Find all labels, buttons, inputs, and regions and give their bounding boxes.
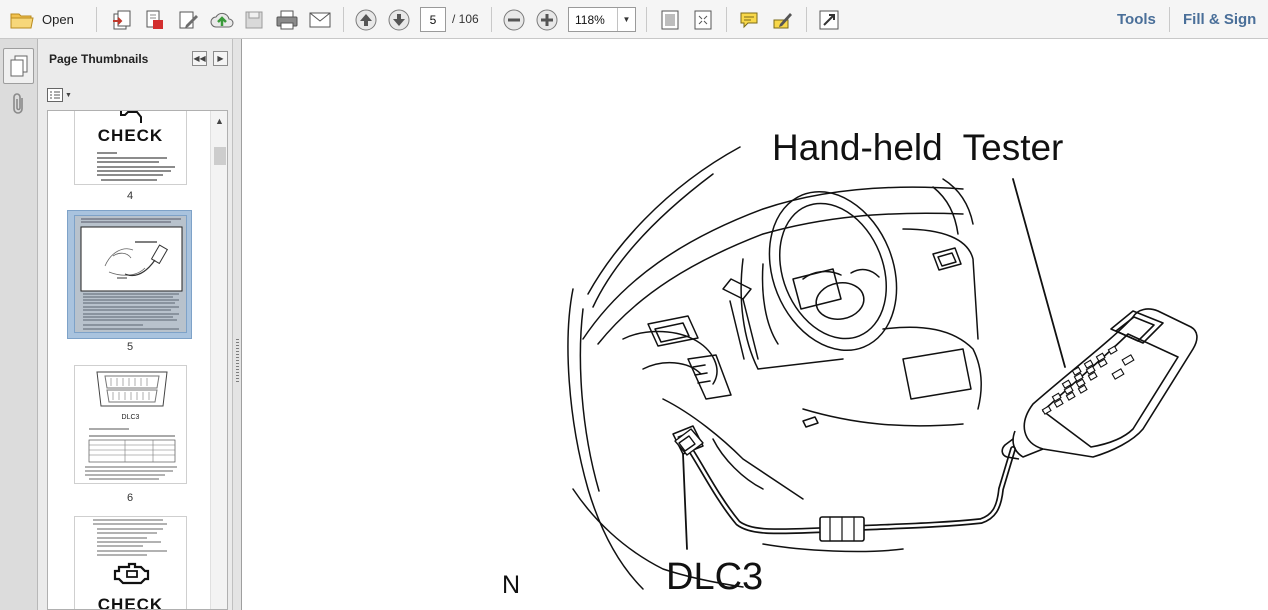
tester-label: Hand-held Tester (772, 127, 1064, 168)
check-engine-icon (113, 562, 150, 585)
upload-cloud-icon[interactable] (208, 7, 236, 33)
thumb-heading: DLC3 (121, 414, 140, 421)
options-menu-button[interactable]: ▼ (47, 86, 73, 104)
thumb-number: 6 (126, 492, 134, 504)
email-icon[interactable] (306, 7, 334, 33)
export-pdf-icon[interactable] (141, 7, 167, 33)
page-number-input[interactable] (420, 7, 446, 32)
thumb-text-lines (97, 152, 175, 181)
document-page: Hand-held Tester DLC3 N (243, 39, 1268, 610)
scroll-up-icon[interactable]: ▲ (215, 116, 224, 126)
toolbar-separator (726, 7, 727, 32)
folder-icon (10, 10, 34, 30)
dlc3-connector-icon (96, 371, 168, 407)
dlc3-tester-diagram (567, 146, 1198, 590)
open-label: Open (42, 12, 74, 27)
highlight-icon[interactable] (770, 7, 796, 33)
check-engine-icon (120, 111, 142, 123)
thumb-table (85, 428, 177, 480)
note-label: N (502, 571, 521, 599)
panel-next-icon[interactable]: ▶ (213, 51, 228, 66)
thumbnail-panel: Page Thumbnails ◀◀ ▶ ▼ CHECK 4 (38, 39, 232, 610)
print-icon[interactable] (273, 7, 301, 33)
collapse-panel-icon[interactable]: ◀◀ (192, 51, 207, 66)
dlc3-label: DLC3 (666, 556, 764, 598)
grip-dots (236, 339, 239, 383)
zoom-out-icon[interactable] (501, 7, 527, 33)
options-list-icon (47, 88, 63, 102)
zoom-select[interactable]: 118% ▼ (568, 7, 636, 32)
chevron-down-icon: ▼ (65, 91, 72, 99)
attachment-icon[interactable] (7, 91, 31, 117)
create-pdf-icon[interactable] (109, 7, 135, 33)
thumbnail-list[interactable]: CHECK 4 5 (47, 110, 228, 610)
thumb-number: 5 (126, 341, 134, 353)
next-page-icon[interactable] (386, 7, 412, 33)
open-button[interactable]: Open (6, 6, 78, 33)
save-icon[interactable] (241, 7, 267, 33)
full-screen-icon[interactable] (690, 7, 716, 33)
zoom-in-icon[interactable] (534, 7, 560, 33)
page-thumbnails-icon (10, 55, 27, 77)
thumb-heading: CHECK (97, 595, 164, 610)
thumbnail-page-4[interactable]: CHECK (74, 111, 187, 185)
navigation-rail (0, 39, 38, 610)
zoom-value: 118% (575, 13, 605, 27)
fill-sign-link[interactable]: Fill & Sign (1183, 11, 1257, 28)
tools-link[interactable]: Tools (1117, 11, 1156, 28)
thumbnail-scrollbar[interactable]: ▲ (210, 111, 227, 609)
thumb-page-5-preview (75, 216, 186, 332)
thumbnail-page-6[interactable]: DLC3 (74, 365, 187, 484)
edit-pdf-icon[interactable] (175, 7, 201, 33)
thumb-heading: CHECK (97, 126, 164, 145)
thumb-number: 4 (126, 190, 134, 202)
expand-icon[interactable] (816, 7, 842, 33)
previous-page-icon[interactable] (353, 7, 379, 33)
chevron-down-icon[interactable]: ▼ (617, 8, 635, 31)
panel-title: Page Thumbnails (49, 52, 149, 66)
scrollbar-thumb[interactable] (214, 147, 226, 165)
comment-icon[interactable] (736, 7, 762, 33)
page-total: / 106 (452, 12, 479, 26)
thumb-text-lines (93, 519, 167, 556)
page-thumbnails-tab[interactable] (3, 48, 34, 84)
panel-resize-handle[interactable] (232, 39, 242, 610)
main-toolbar: Open / 106 118% ▼ (0, 0, 1268, 39)
toolbar-separator (1169, 7, 1170, 32)
thumbnail-page-5[interactable] (74, 215, 187, 333)
fit-page-icon[interactable] (657, 7, 683, 33)
toolbar-separator (491, 7, 492, 32)
toolbar-separator (646, 7, 647, 32)
toolbar-separator (806, 7, 807, 32)
toolbar-separator (96, 7, 97, 32)
thumbnail-page-7[interactable]: CHECK (74, 516, 187, 610)
toolbar-separator (343, 7, 344, 32)
